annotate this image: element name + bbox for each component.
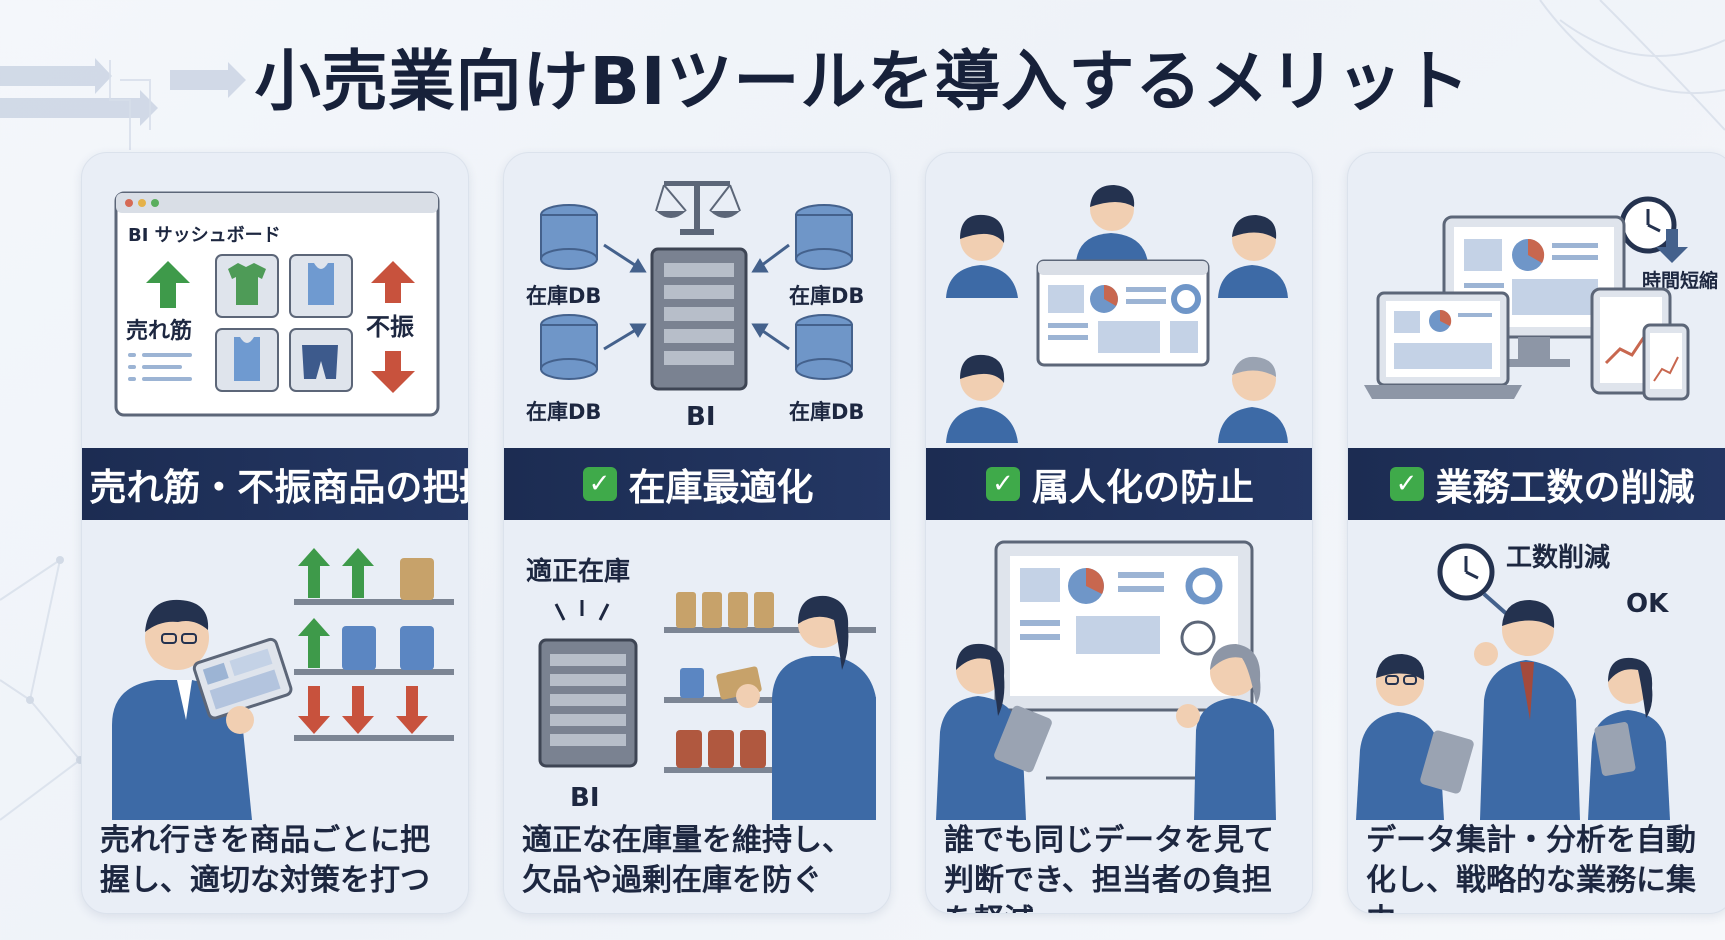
bestseller-label: 売れ筋 [126, 318, 192, 344]
time-saving-label: 時間短縮 [1642, 269, 1718, 292]
check-icon: ✓ [986, 467, 1020, 501]
clock-icon [1437, 543, 1495, 601]
card-description: 売れ行きを商品ごとに把握し、適切な対策を打つ [100, 823, 430, 898]
inventory-db-illustration: 在庫DB 在庫DB 在庫DB 在庫DB BI [526, 181, 864, 432]
presentation-illustration [936, 540, 1276, 820]
dashboard-label: BI サッシュボード [128, 225, 281, 246]
card-standardization: ✓ 属人化の防止 誰でも同じデータを見て判断でき、担当者の負担を軽減 [925, 152, 1313, 914]
card-banner: ✓ 売れ筋・不振商品の把握 [82, 448, 469, 520]
card-inventory: 在庫DB 在庫DB 在庫DB 在庫DB BI ✓ 在庫最適化 [503, 152, 891, 914]
db-label: 在庫DB [789, 400, 864, 424]
server-icon [650, 247, 748, 391]
card-heading: 売れ筋・不振商品の把握 [89, 466, 469, 509]
card-workload: 時間短縮 ✓ 業務工数の削減 [1347, 152, 1725, 914]
card-bestseller: BI サッシュボード 売れ筋 不振 ✓ 売れ筋・不振商品の把握 [81, 152, 469, 914]
db-label: 在庫DB [526, 400, 601, 424]
card-heading: 属人化の防止 [1032, 466, 1254, 509]
shared-dashboard [1036, 259, 1210, 367]
card-banner: ✓ 在庫最適化 [504, 448, 890, 520]
page-title: 小売業向けBIツールを導入するメリット [254, 43, 1471, 120]
up-red-arrow-icon [371, 261, 415, 303]
db-label: 在庫DB [526, 284, 601, 308]
check-icon: ✓ [582, 467, 617, 501]
bi-label: BI [686, 402, 716, 432]
bi-label: BI [570, 783, 600, 813]
down-arrow-icon [1656, 229, 1688, 263]
up-arrow-icon [146, 261, 190, 308]
card-heading: 在庫最適化 [628, 466, 814, 509]
team-ok-illustration: 工数削減 OK [1356, 543, 1670, 820]
database-icon [540, 204, 853, 380]
db-label: 在庫DB [789, 284, 864, 308]
slow-seller-label: 不振 [366, 313, 414, 341]
card-banner: ✓ 業務工数の削減 [1348, 448, 1725, 520]
team-meeting-illustration [946, 185, 1288, 443]
optimal-stock-label: 適正在庫 [526, 556, 630, 587]
card-description: データ集計・分析を自動化し、戦略的な業務に集中 [1366, 823, 1696, 913]
dashboard-illustration: BI サッシュボード 売れ筋 不振 [114, 191, 440, 417]
down-arrow-icon [371, 351, 415, 393]
card-description: 誰でも同じデータを見て判断でき、担当者の負担を軽減 [944, 823, 1274, 913]
stock-shelf-illustration: 適正在庫 BI [526, 556, 876, 820]
balance-scale-icon [655, 181, 741, 235]
card-banner: ✓ 属人化の防止 [926, 448, 1312, 520]
person-group [946, 185, 1288, 443]
staff-tablet-illustration [112, 548, 454, 820]
card-description: 適正な在庫量を維持し、欠品や過剰在庫を防ぐ [522, 823, 852, 898]
ok-label: OK [1626, 589, 1669, 619]
card-heading: 業務工数の削減 [1435, 466, 1695, 509]
reduction-label: 工数削減 [1506, 543, 1610, 573]
check-icon: ✓ [1389, 467, 1424, 501]
devices-illustration: 時間短縮 [1364, 196, 1718, 401]
